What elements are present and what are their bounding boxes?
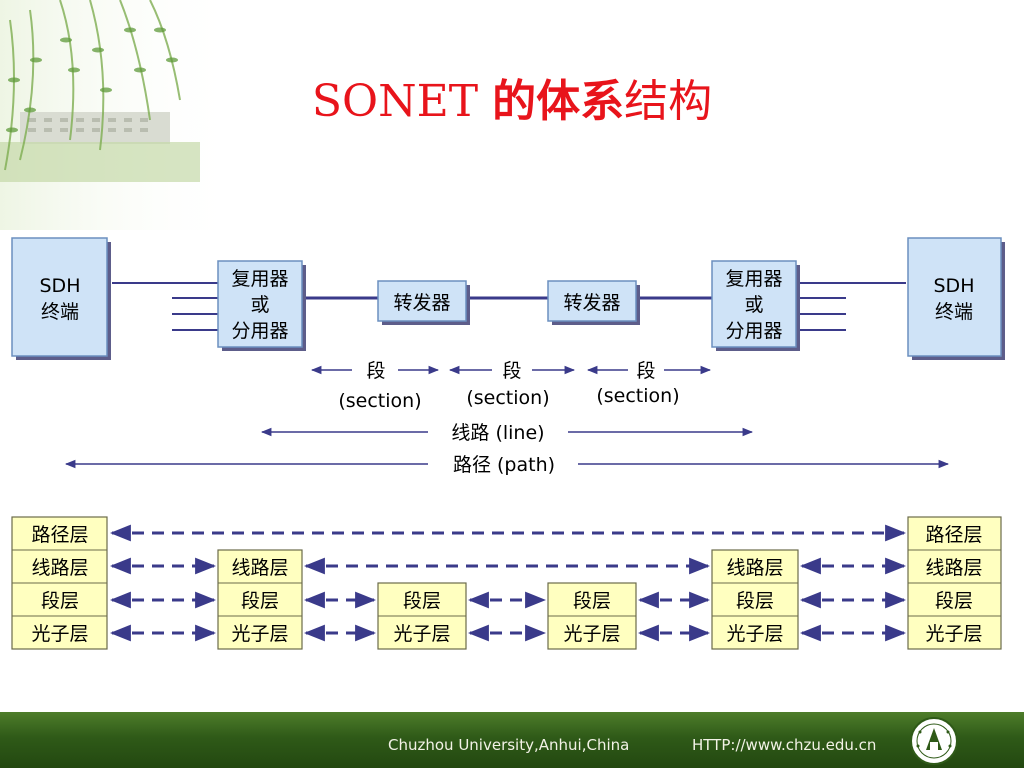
mux-right-photonic-layer: 光子层 — [726, 623, 783, 645]
mux-left-line-layer: 线路层 — [231, 557, 288, 579]
path-span-label: 路径 (path) — [453, 454, 555, 476]
right-photonic-layer: 光子层 — [925, 623, 982, 645]
sdh-right-line-2: 终端 — [935, 301, 973, 323]
line-span-label: 线路 (line) — [451, 422, 544, 444]
section-2-label: 段 — [502, 360, 521, 382]
right-section-layer: 段层 — [935, 590, 973, 612]
title-rest: 结构 — [624, 76, 713, 127]
layer-stack-mux-left — [217, 549, 303, 650]
repeater-1 — [377, 280, 467, 322]
repeater-1-section-layer: 段层 — [403, 590, 441, 612]
layer-stack-mux-right — [711, 549, 799, 650]
repeater-2-photonic-layer: 光子层 — [563, 623, 620, 645]
repeater-1-photonic-layer: 光子层 — [393, 623, 450, 645]
slide-title: SONET 的体系结构 — [0, 80, 1024, 124]
mux-right-line-layer: 线路层 — [726, 557, 783, 579]
section-3-label: 段 — [636, 360, 655, 382]
left-line-layer: 线路层 — [31, 557, 88, 579]
mux-left-line-2: 或 — [250, 294, 269, 316]
multiplexer-right — [711, 260, 797, 348]
mux-right-line-3: 分用器 — [725, 320, 782, 342]
section-3-sublabel: (section) — [596, 385, 679, 407]
sdh-terminal-left — [11, 237, 108, 357]
footer-university: Chuzhou University,Anhui,China — [388, 736, 630, 754]
right-line-layer: 线路层 — [925, 557, 982, 579]
footer-bar: Chuzhou University,Anhui,China HTTP://ww… — [0, 712, 1024, 768]
layer-stacks: 路径层 线路层 段层 光子层 线路层 段层 光子层 段层 光子层 段层 光子层 — [11, 516, 1002, 650]
mux-left-photonic-layer: 光子层 — [231, 623, 288, 645]
left-path-layer: 路径层 — [31, 524, 88, 546]
campus-willow-background-image — [0, 0, 240, 230]
sonet-architecture-diagram: SDH 终端 复用器 或 分用器 转发器 转发器 复用器 或 分用器 SDH 终… — [11, 237, 1005, 650]
connection-lines — [112, 282, 906, 331]
title-latin: SONET — [311, 76, 493, 127]
mux-left-line-1: 复用器 — [231, 268, 288, 290]
footer-website: HTTP://www.chzu.edu.cn — [692, 736, 877, 754]
sdh-right-line-1: SDH — [934, 275, 975, 297]
right-path-layer: 路径层 — [925, 524, 982, 546]
mux-right-section-layer: 段层 — [736, 590, 774, 612]
section-1-label: 段 — [366, 360, 385, 382]
left-section-layer: 段层 — [41, 590, 79, 612]
multiplexer-left — [217, 260, 303, 348]
sdh-left-line-2: 终端 — [41, 301, 79, 323]
peer-relationship-arrows — [109, 524, 907, 642]
left-photonic-layer: 光子层 — [31, 623, 88, 645]
title-bold: 的体系 — [492, 76, 625, 127]
repeater-2-section-layer: 段层 — [573, 590, 611, 612]
repeater-2-label: 转发器 — [563, 292, 620, 314]
repeater-2 — [547, 280, 637, 322]
sdh-left-line-1: SDH — [40, 275, 81, 297]
mux-left-section-layer: 段层 — [241, 590, 279, 612]
section-2-sublabel: (section) — [466, 387, 549, 409]
mux-right-line-1: 复用器 — [725, 268, 782, 290]
sdh-terminal-right — [907, 237, 1002, 357]
section-1-sublabel: (section) — [338, 390, 421, 412]
repeater-1-label: 转发器 — [393, 292, 450, 314]
mux-left-line-3: 分用器 — [231, 320, 288, 342]
mux-right-line-2: 或 — [744, 294, 763, 316]
university-seal-logo — [910, 717, 958, 765]
